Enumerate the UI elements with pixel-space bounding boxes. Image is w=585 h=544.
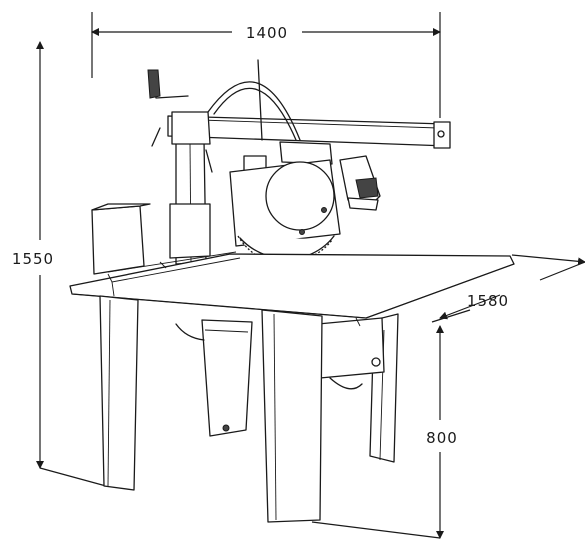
- table-height-dimension: 800: [311, 325, 458, 539]
- front-leg-right: [261, 309, 323, 523]
- depth-label: 1580: [467, 292, 509, 310]
- height-dimension: 1550: [12, 41, 107, 487]
- overarm: [147, 59, 451, 173]
- back-fence-box: [91, 203, 151, 275]
- motor-housing-under-table: [175, 317, 385, 390]
- table-top: [69, 251, 515, 327]
- height-label: 1550: [12, 250, 54, 268]
- saw-carriage: [229, 141, 381, 247]
- width-dimension: 1400: [91, 12, 441, 118]
- rear-leg-left: [201, 319, 253, 437]
- front-leg-left: [99, 295, 139, 491]
- column: [169, 139, 211, 265]
- width-label: 1400: [246, 24, 288, 42]
- depth-dimension: 1580: [431, 254, 585, 323]
- table-height-label: 800: [426, 429, 458, 447]
